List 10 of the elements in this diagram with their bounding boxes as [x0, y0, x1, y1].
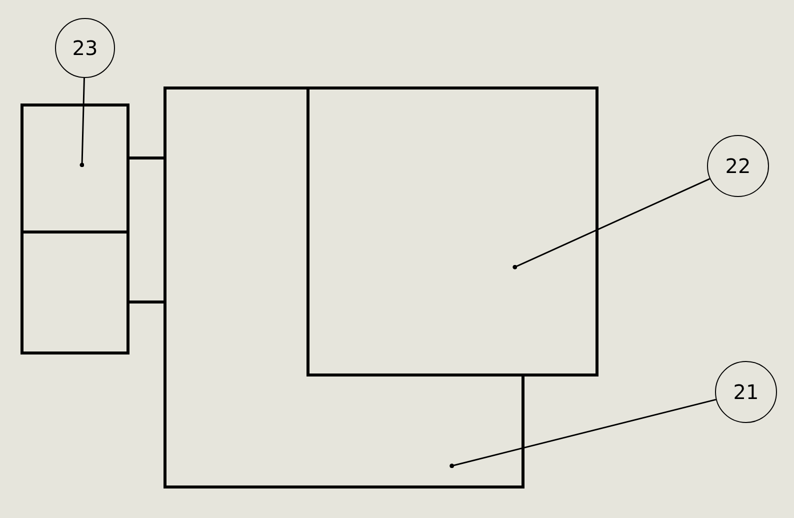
callout-number: 22: [707, 135, 769, 197]
leader-line: [80, 78, 85, 168]
leader-line: [450, 398, 716, 468]
callout-number: 21: [715, 361, 777, 423]
leader-line: [512, 178, 710, 270]
part-outline: [20, 104, 130, 234]
callout-number: 23: [55, 18, 115, 78]
connecting-line: [128, 300, 165, 304]
connecting-line: [128, 156, 165, 160]
part-outline: [20, 230, 130, 354]
